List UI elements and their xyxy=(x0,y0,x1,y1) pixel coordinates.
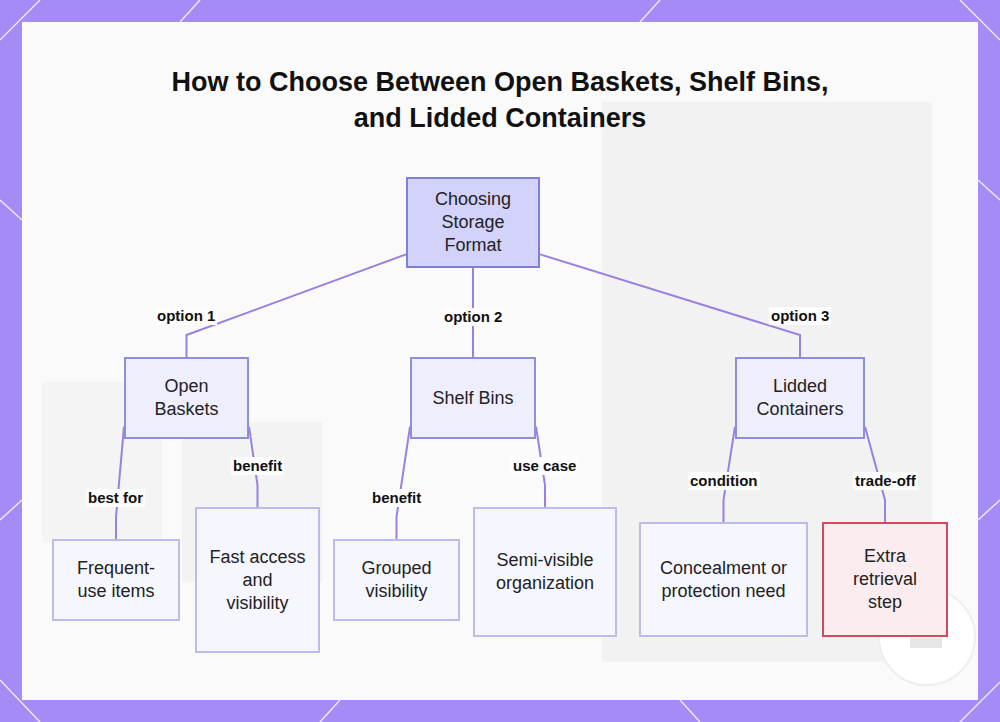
node-text: Lidded Containers xyxy=(749,375,851,421)
connector-line xyxy=(540,254,800,357)
edge-label: use case xyxy=(511,457,578,475)
detail-box: Semi-visible organization xyxy=(473,507,617,637)
detail-box: Fast access and visibility xyxy=(195,507,320,653)
detail-box: Frequent-use items xyxy=(52,539,180,621)
connector-line xyxy=(187,254,407,357)
node-text: Shelf Bins xyxy=(432,387,513,410)
edge-label: option 3 xyxy=(769,307,831,325)
connector-line xyxy=(116,427,124,539)
edge-label: benefit xyxy=(370,489,423,507)
option-box: Lidded Containers xyxy=(735,357,865,439)
node-text: Fast access and visibility xyxy=(209,546,306,615)
detail-box: Concealment or protection need xyxy=(639,522,808,637)
node-text: Grouped visibility xyxy=(347,557,446,603)
edge-label: option 1 xyxy=(155,307,217,325)
root-box: Choosing Storage Format xyxy=(406,177,540,268)
node-text: Semi-visible organization xyxy=(487,549,603,595)
connector-line xyxy=(397,427,411,539)
edge-label: condition xyxy=(688,472,760,490)
node-text: Frequent-use items xyxy=(66,557,166,603)
option-box: Open Baskets xyxy=(124,357,249,439)
node-text: Choosing Storage Format xyxy=(424,188,522,257)
detail-box: Grouped visibility xyxy=(333,539,460,621)
option-box: Shelf Bins xyxy=(410,357,536,439)
node-text: Extra retrieval step xyxy=(836,545,934,614)
edge-label: best for xyxy=(86,489,145,507)
diagram-title: How to Choose Between Open Baskets, Shel… xyxy=(150,64,850,136)
edge-label: benefit xyxy=(231,457,284,475)
tradeoff-box: Extra retrieval step xyxy=(822,522,948,637)
node-text: Open Baskets xyxy=(138,375,235,421)
edge-label: trade-off xyxy=(853,472,918,490)
edge-label: option 2 xyxy=(442,308,504,326)
node-text: Concealment or protection need xyxy=(653,557,794,603)
